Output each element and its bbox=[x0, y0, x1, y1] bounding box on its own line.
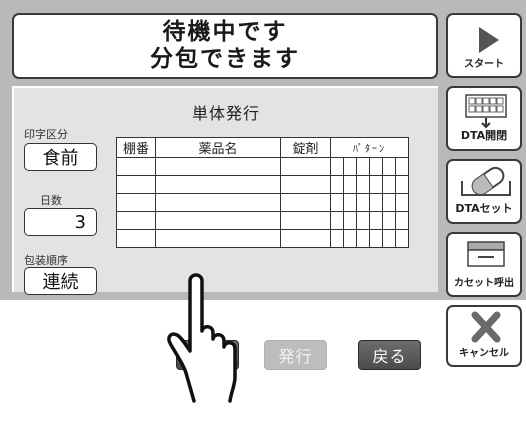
table-cell bbox=[155, 211, 281, 230]
status-line-1: 待機中です bbox=[162, 19, 288, 45]
table-cell bbox=[330, 211, 344, 230]
status-line-2: 分包できます bbox=[150, 46, 300, 72]
play-icon bbox=[479, 27, 499, 53]
table-cell bbox=[356, 175, 370, 194]
dta-set-button[interactable]: DTAセット bbox=[446, 159, 522, 224]
close-icon bbox=[471, 311, 501, 343]
table-cell bbox=[369, 229, 383, 248]
dta-open-close-label: DTA開閉 bbox=[460, 129, 508, 142]
table-cell bbox=[356, 211, 370, 230]
col-shelf-no: 棚番 bbox=[116, 137, 156, 158]
table-cell bbox=[382, 229, 396, 248]
packing-order-label: 包装順序 bbox=[24, 254, 68, 267]
table-row[interactable] bbox=[116, 175, 409, 194]
cassette-icon bbox=[467, 241, 505, 267]
table-cell bbox=[155, 175, 281, 194]
pointing-hand-icon bbox=[167, 273, 237, 403]
table-cell bbox=[356, 193, 370, 212]
table-cell bbox=[116, 193, 156, 212]
table-cell bbox=[395, 157, 409, 176]
table-cell bbox=[369, 193, 383, 212]
table-cell bbox=[369, 211, 383, 230]
dta-set-label: DTAセット bbox=[455, 202, 513, 215]
col-pattern: ﾊﾟﾀｰﾝ bbox=[330, 137, 409, 158]
table-cell bbox=[343, 175, 357, 194]
table-cell bbox=[395, 229, 409, 248]
capsule-icon bbox=[461, 166, 511, 196]
cancel-label: キャンセル bbox=[459, 348, 509, 359]
table-cell bbox=[155, 157, 281, 176]
table-cell bbox=[369, 175, 383, 194]
cancel-button[interactable]: キャンセル bbox=[446, 305, 522, 367]
dta-tray-icon bbox=[465, 94, 507, 129]
packing-order-field[interactable]: 連続 bbox=[24, 267, 97, 295]
table-cell bbox=[356, 229, 370, 248]
panel-title: 単体発行 bbox=[191, 104, 260, 123]
table-cell bbox=[395, 193, 409, 212]
table-body bbox=[116, 157, 409, 248]
table-cell bbox=[356, 157, 370, 176]
issue-button[interactable]: 発行 bbox=[264, 340, 327, 370]
table-cell bbox=[343, 229, 357, 248]
table-cell bbox=[395, 211, 409, 230]
table-cell bbox=[330, 175, 344, 194]
table-cell bbox=[382, 193, 396, 212]
table-cell bbox=[155, 229, 281, 248]
days-field[interactable]: 3 bbox=[24, 208, 97, 236]
table-cell bbox=[395, 175, 409, 194]
table-cell bbox=[330, 229, 344, 248]
table-row[interactable] bbox=[116, 193, 409, 212]
table-cell bbox=[382, 157, 396, 176]
table-cell bbox=[369, 157, 383, 176]
table-cell bbox=[280, 211, 331, 230]
table-cell bbox=[116, 157, 156, 176]
table-cell bbox=[330, 193, 344, 212]
table-cell bbox=[280, 229, 331, 248]
start-button[interactable]: スタート bbox=[446, 13, 522, 78]
table-row[interactable] bbox=[116, 229, 409, 248]
table-cell bbox=[382, 175, 396, 194]
table-cell bbox=[280, 157, 331, 176]
single-issue-panel: 単体発行 印字区分 食前 日数 3 包装順序 連続 棚番 薬品名 錠剤 ﾊﾟﾀｰ… bbox=[12, 86, 438, 370]
table-cell bbox=[330, 157, 344, 176]
start-label: スタート bbox=[464, 59, 504, 70]
print-category-field[interactable]: 食前 bbox=[24, 143, 97, 171]
table-cell bbox=[343, 157, 357, 176]
cassette-call-button[interactable]: カセット呼出 bbox=[446, 232, 522, 297]
table-cell bbox=[116, 175, 156, 194]
print-category-label: 印字区分 bbox=[24, 128, 68, 141]
table-cell bbox=[280, 175, 331, 194]
table-cell bbox=[155, 193, 281, 212]
table-row[interactable] bbox=[116, 157, 409, 176]
table-row[interactable] bbox=[116, 211, 409, 230]
table-cell bbox=[280, 193, 331, 212]
table-cell bbox=[343, 211, 357, 230]
col-tablet: 錠剤 bbox=[280, 137, 331, 158]
status-display: 待機中です 分包できます bbox=[12, 13, 438, 79]
table-cell bbox=[116, 211, 156, 230]
table-cell bbox=[382, 211, 396, 230]
cassette-call-label: カセット呼出 bbox=[454, 278, 514, 289]
table-header-row: 棚番 薬品名 錠剤 ﾊﾟﾀｰﾝ bbox=[116, 137, 409, 158]
table-cell bbox=[116, 229, 156, 248]
dta-open-close-button[interactable]: DTA開閉 bbox=[446, 86, 522, 151]
drug-table: 棚番 薬品名 錠剤 ﾊﾟﾀｰﾝ bbox=[116, 137, 409, 248]
col-drug-name: 薬品名 bbox=[155, 137, 281, 158]
back-button[interactable]: 戻る bbox=[358, 340, 421, 370]
days-label: 日数 bbox=[40, 194, 62, 207]
table-cell bbox=[343, 193, 357, 212]
